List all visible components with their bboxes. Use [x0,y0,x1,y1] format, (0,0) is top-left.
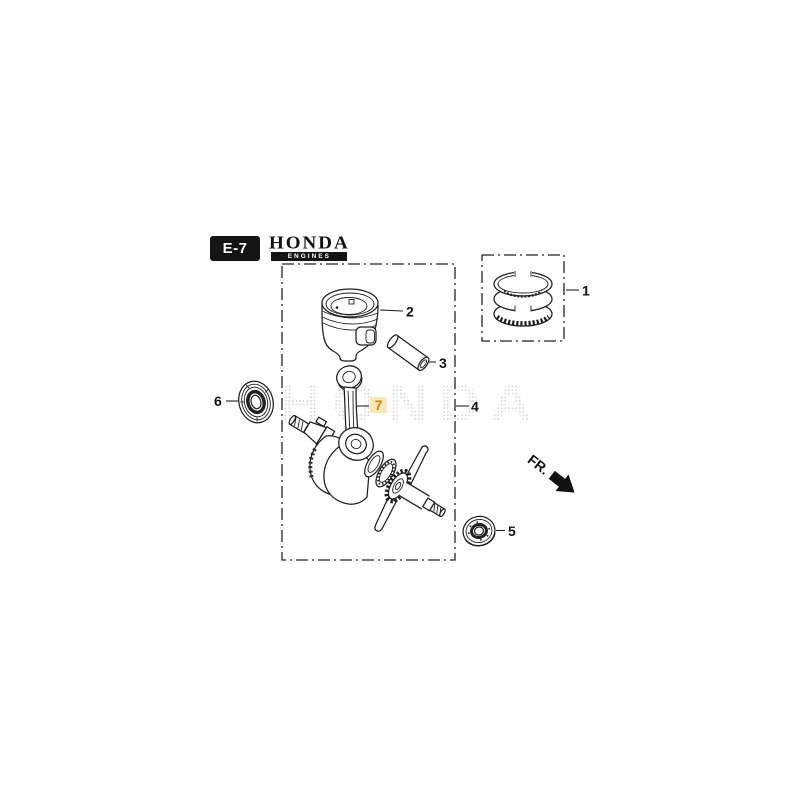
section-code-badge: E-7 [210,236,260,261]
crankshaft-drawing [288,414,446,532]
brand-wordmark: HONDA [269,233,350,254]
callout-1-label[interactable]: 1 [582,283,590,299]
callout-7[interactable]: 7 [357,397,387,413]
front-direction-arrow-icon [548,470,575,493]
assembly-group-box [281,263,456,561]
callout-2[interactable]: 2 [379,304,414,320]
piston-drawing [321,288,379,362]
callout-7-highlight [370,397,387,413]
callout-6-label[interactable]: 6 [214,393,222,409]
brand-subtitle: ENGINES [271,252,348,261]
oil-seal-right-drawing [462,515,496,547]
connecting-rod-drawing [336,365,374,461]
piston-pin-drawing [386,334,430,371]
callout-5[interactable]: 5 [496,523,516,539]
front-direction-label: FR. [525,451,553,477]
callout-2-label[interactable]: 2 [406,304,414,320]
oil-seal-left-drawing [238,380,274,424]
callout-3[interactable]: 3 [429,355,447,371]
brand-logo: HONDA ENGINES [269,233,350,261]
callout-6[interactable]: 6 [214,393,238,409]
callout-4[interactable]: 4 [456,399,479,415]
callout-7-label[interactable]: 7 [375,397,383,413]
callout-1[interactable]: 1 [566,283,590,299]
diagram-header: E-7 HONDA ENGINES [210,233,350,261]
callout-5-label[interactable]: 5 [508,523,516,539]
piston-ring-set-drawing [493,270,553,327]
ring-set-box [481,254,565,342]
callout-3-label[interactable]: 3 [439,355,447,371]
front-direction-indicator: FR. [525,451,575,493]
callout-4-label[interactable]: 4 [471,399,479,415]
